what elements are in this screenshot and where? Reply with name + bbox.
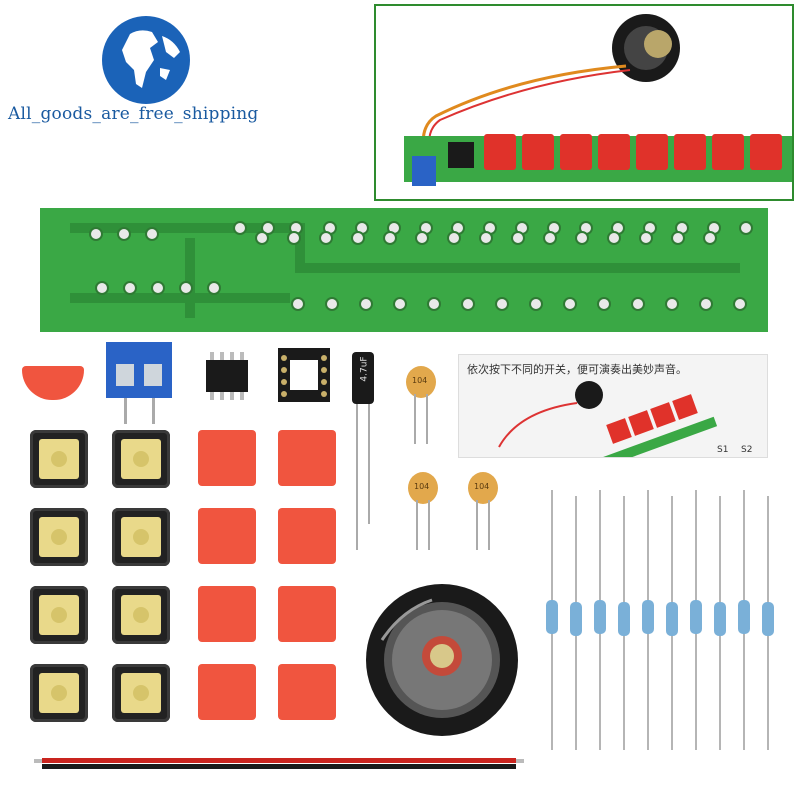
electrolytic-capacitor: 4.7uF xyxy=(342,352,382,552)
globe-icon xyxy=(102,16,190,104)
red-key-cap xyxy=(278,508,336,564)
ceramic-capacitor: 104 xyxy=(404,364,438,444)
red-key-cap xyxy=(198,508,256,564)
red-key-cap xyxy=(278,586,336,642)
tactile-button xyxy=(30,586,88,644)
ceramic-label: 104 xyxy=(474,482,490,491)
tactile-button xyxy=(112,430,170,488)
red-key-cap xyxy=(278,430,336,486)
ic-chip xyxy=(200,350,254,402)
bare-pcb xyxy=(40,208,768,332)
red-key-cap xyxy=(198,586,256,642)
red-key-cap xyxy=(278,664,336,720)
brand-logo xyxy=(100,14,192,106)
capacitor-label: 4.7uF xyxy=(359,356,370,382)
tactile-button xyxy=(30,508,88,566)
tactile-button xyxy=(30,664,88,722)
resistor-set xyxy=(540,490,780,750)
instruction-sheet: 依次按下不同的开关，便可演奏出美妙声音。 S1 S2 xyxy=(458,354,768,458)
assembled-board-inset xyxy=(374,4,794,201)
red-key-cap xyxy=(198,664,256,720)
ic-socket xyxy=(276,346,332,404)
ceramic-label: 104 xyxy=(412,376,428,385)
screw-terminal xyxy=(104,340,174,424)
switch-label-s1: S1 xyxy=(717,445,729,455)
tactile-button xyxy=(30,430,88,488)
brand-tagline: All_goods_are_free_shipping xyxy=(8,104,259,124)
ceramic-capacitor: 104 xyxy=(466,470,500,550)
red-cap-half xyxy=(22,366,84,400)
assembled-board-illustration xyxy=(404,14,792,186)
instruction-caption: 依次按下不同的开关，便可演奏出美妙声音。 xyxy=(467,363,687,376)
tactile-button xyxy=(112,508,170,566)
ceramic-capacitor: 104 xyxy=(406,470,440,550)
tactile-button xyxy=(112,664,170,722)
red-key-cap xyxy=(198,430,256,486)
ceramic-label: 104 xyxy=(414,482,430,491)
tactile-button xyxy=(112,586,170,644)
speaker xyxy=(362,580,522,740)
red-black-wire xyxy=(34,756,524,770)
switch-label-s2: S2 xyxy=(741,445,753,455)
